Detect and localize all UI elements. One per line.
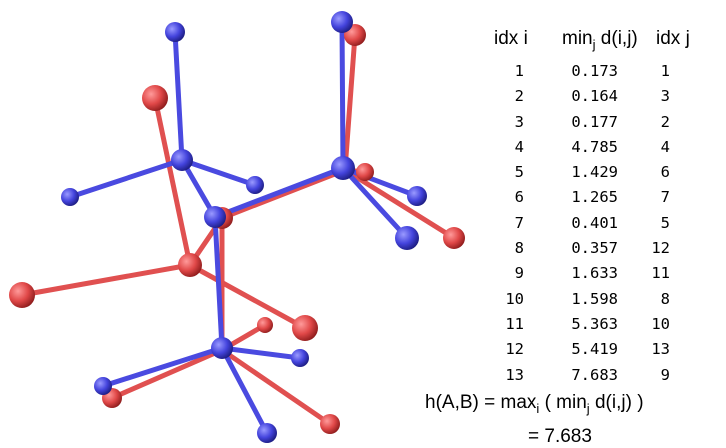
blue-atom xyxy=(171,149,193,171)
min-distance-cell: 5.363 xyxy=(571,314,618,333)
blue-bond xyxy=(67,157,185,200)
red-atom xyxy=(257,317,273,333)
min-distance-cell: 0.164 xyxy=(571,87,618,106)
red-atom xyxy=(178,253,202,277)
min-distance-cell: 0.177 xyxy=(571,112,618,131)
idx-i-cell: 4 xyxy=(514,137,524,156)
blue-bond xyxy=(340,165,410,241)
blue-atom xyxy=(407,186,427,206)
blue-bond xyxy=(212,165,346,220)
blue-atom xyxy=(94,377,112,395)
red-bond xyxy=(109,347,225,401)
blue-bond xyxy=(339,19,346,171)
min-distance-cell: 1.429 xyxy=(571,163,618,182)
blue-atom xyxy=(291,349,309,367)
blue-atom xyxy=(331,11,353,33)
table-row: 3 0.177 2 xyxy=(500,113,690,138)
table-row: 12 5.419 13 xyxy=(500,340,690,365)
min-distance-cell: 1.598 xyxy=(571,289,618,308)
min-distance-cell: 0.173 xyxy=(571,62,618,80)
table-row: 9 1.633 11 xyxy=(500,264,690,289)
blue-bond xyxy=(219,345,303,361)
table-row: 10 1.598 8 xyxy=(500,290,690,315)
idx-i-cell: 8 xyxy=(514,239,524,258)
idx-j-cell: 8 xyxy=(660,289,670,308)
blue-atom xyxy=(331,156,355,180)
min-distance-cell: 4.785 xyxy=(571,137,618,156)
molecule-overlay xyxy=(9,11,465,443)
red-bond xyxy=(187,262,308,331)
idx-i-cell: 10 xyxy=(505,289,524,308)
header-idx-j: idx j xyxy=(656,28,690,49)
header-idx-i: idx i xyxy=(494,28,528,49)
red-bond xyxy=(342,32,358,173)
idx-j-cell: 1 xyxy=(660,62,670,80)
red-atom xyxy=(142,85,168,111)
idx-j-cell: 2 xyxy=(660,112,670,131)
table-row: 2 0.164 3 xyxy=(500,87,690,112)
red-bond xyxy=(342,167,457,241)
idx-j-cell: 3 xyxy=(660,87,670,106)
blue-atom xyxy=(204,206,226,228)
table-row: 8 0.357 12 xyxy=(500,239,690,264)
table-row: 6 1.265 7 xyxy=(500,188,690,213)
blue-bond xyxy=(172,29,185,163)
blue-bond xyxy=(100,345,225,389)
idx-i-cell: 3 xyxy=(514,112,524,131)
idx-j-cell: 9 xyxy=(660,365,670,384)
idx-i-cell: 1 xyxy=(514,62,524,80)
idx-i-cell: 12 xyxy=(505,340,524,359)
table-row: 13 7.683 9 xyxy=(500,366,690,391)
idx-j-cell: 12 xyxy=(651,239,670,258)
hausdorff-result: = 7.683 xyxy=(528,426,592,447)
idx-i-cell: 7 xyxy=(514,213,524,232)
red-bond xyxy=(152,95,193,268)
blue-bond xyxy=(179,157,258,188)
table-row: 1 0.173 1 xyxy=(500,62,690,87)
idx-j-cell: 5 xyxy=(660,213,670,232)
red-bond xyxy=(219,347,333,427)
idx-i-cell: 9 xyxy=(514,264,524,283)
idx-j-cell: 4 xyxy=(660,137,670,156)
red-atom xyxy=(320,414,340,434)
red-atom xyxy=(443,227,465,249)
red-bond xyxy=(19,262,193,298)
idx-i-cell: 5 xyxy=(514,163,524,182)
idx-j-cell: 7 xyxy=(660,188,670,207)
idx-j-cell: 11 xyxy=(651,264,670,283)
blue-atom xyxy=(61,188,79,206)
blue-bond xyxy=(212,214,225,351)
idx-j-cell: 6 xyxy=(660,163,670,182)
table-row: 5 1.429 6 xyxy=(500,163,690,188)
red-bond xyxy=(219,167,348,221)
red-atom xyxy=(292,315,318,341)
header-min-distance: minj d(i,j) xyxy=(562,28,638,52)
red-atom xyxy=(356,163,374,181)
blue-atom xyxy=(165,22,185,42)
hausdorff-formula: h(A,B) = maxi ( minj d(i,j) ) xyxy=(425,392,644,416)
min-distance-cell: 0.357 xyxy=(571,239,618,258)
table-row: 4 4.785 4 xyxy=(500,138,690,163)
table-row: 7 0.401 5 xyxy=(500,214,690,239)
idx-i-cell: 6 xyxy=(514,188,524,207)
idx-j-cell: 13 xyxy=(651,340,670,359)
blue-atom xyxy=(211,337,233,359)
blue-atom xyxy=(246,176,264,194)
min-distance-cell: 5.419 xyxy=(571,340,618,359)
blue-atom xyxy=(395,226,419,250)
min-distance-cell: 0.401 xyxy=(571,213,618,232)
idx-i-cell: 11 xyxy=(505,314,524,333)
red-atom xyxy=(9,282,35,308)
idx-i-cell: 2 xyxy=(514,87,524,106)
blue-bond xyxy=(219,345,270,436)
blue-bond xyxy=(340,165,420,199)
idx-j-cell: 10 xyxy=(651,314,670,333)
blue-atom xyxy=(257,423,277,443)
min-distance-cell: 1.633 xyxy=(571,264,618,283)
idx-i-cell: 13 xyxy=(505,365,524,384)
min-distance-cell: 1.265 xyxy=(571,188,618,207)
min-distance-cell: 7.683 xyxy=(571,365,618,384)
table-row: 11 5.363 10 xyxy=(500,315,690,340)
